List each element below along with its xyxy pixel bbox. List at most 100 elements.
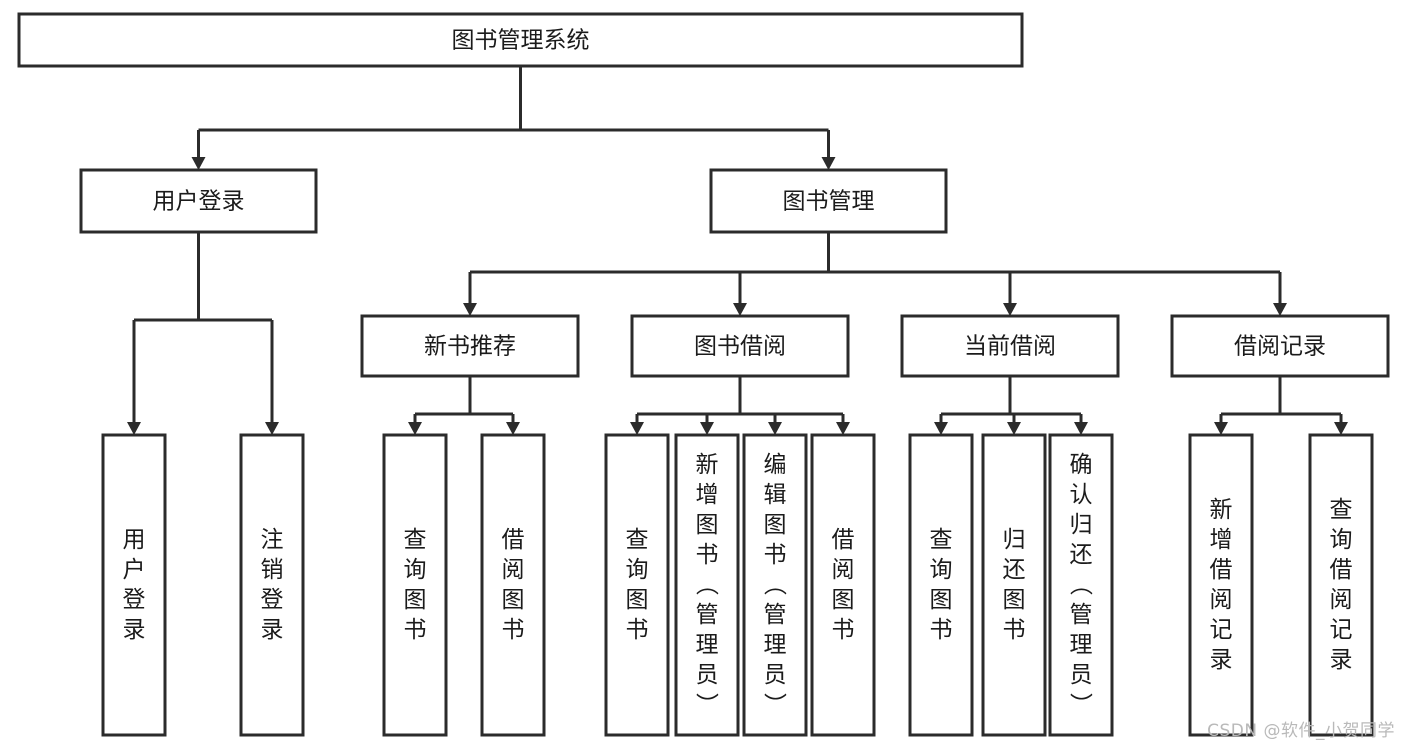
node-box	[1188, 433, 1254, 737]
node-label-char: ）	[693, 693, 719, 716]
node-label-char: 查	[1330, 497, 1353, 523]
node-leaf-add-record[interactable]: 新增借阅记录新增借阅记录	[1188, 433, 1254, 737]
node-label: 图书管理	[783, 189, 875, 215]
node-label-char: 书	[404, 617, 427, 643]
arrow-head-icon	[1334, 422, 1348, 435]
node-label-char: 员	[764, 662, 787, 688]
node-leaf-borrow-book-1[interactable]: 借阅图书借阅图书	[480, 433, 546, 737]
node-label-char: 询	[404, 557, 427, 583]
node-label-char: ）	[761, 693, 787, 716]
node-label-char: 图	[696, 512, 719, 538]
node-leaf-query-record[interactable]: 查询借阅记录查询借阅记录	[1308, 433, 1374, 737]
arrow-head-icon	[836, 422, 850, 435]
node-label-char: 录	[123, 617, 146, 643]
arrow-head-icon	[1074, 422, 1088, 435]
node-label-char: 借	[502, 527, 525, 553]
node-box	[101, 433, 167, 737]
arrow-head-icon	[1007, 422, 1021, 435]
node-leaf-borrow-book-2[interactable]: 借阅图书借阅图书	[810, 433, 876, 737]
node-box	[382, 433, 448, 737]
node-label-char: 归	[1003, 527, 1026, 553]
node-label: 当前借阅	[964, 334, 1056, 360]
node-borrow-record[interactable]: 借阅记录	[1170, 314, 1390, 378]
node-box	[17, 12, 1024, 68]
node-label: 新书推荐	[424, 334, 516, 360]
node-label-char: 阅	[502, 557, 525, 583]
node-label-char: 新	[696, 452, 719, 478]
node-label-char: 图	[404, 587, 427, 613]
node-box	[79, 168, 318, 234]
node-current-borrow[interactable]: 当前借阅	[900, 314, 1120, 378]
node-label-char: 增	[1210, 527, 1233, 553]
arrow-head-icon	[821, 157, 836, 170]
node-label-char: （	[761, 573, 787, 596]
node-leaf-query-book-3[interactable]: 查询图书查询图书	[908, 433, 974, 737]
node-label-char: 销	[261, 557, 284, 583]
node-leaf-return-book[interactable]: 归还图书归还图书	[981, 433, 1047, 737]
node-label-char: 员	[1070, 662, 1093, 688]
node-box	[604, 433, 670, 737]
node-label-char: 询	[1330, 527, 1353, 553]
node-box	[1048, 433, 1114, 737]
arrow-head-icon	[1003, 303, 1017, 316]
node-label-char: 书	[502, 617, 525, 643]
node-box	[981, 433, 1047, 737]
node-label-char: 阅	[832, 557, 855, 583]
node-book-mgmt[interactable]: 图书管理	[709, 168, 948, 234]
node-leaf-query-book-2[interactable]: 查询图书查询图书	[604, 433, 670, 737]
arrow-head-icon	[630, 422, 644, 435]
node-label-char: 图	[626, 587, 649, 613]
node-leaf-user-login[interactable]: 用户登录用户登录	[101, 433, 167, 737]
arrow-head-icon	[191, 157, 206, 170]
node-label: 图书管理系统	[452, 28, 590, 54]
node-label-char: 图	[502, 587, 525, 613]
node-label: 图书借阅	[694, 334, 786, 360]
node-label: 借阅记录	[1234, 334, 1326, 360]
node-box	[1308, 433, 1374, 737]
node-new-book-rec[interactable]: 新书推荐	[360, 314, 580, 378]
node-label-char: 登	[261, 587, 284, 613]
arrow-head-icon	[700, 422, 714, 435]
node-leaf-query-book-1[interactable]: 查询图书查询图书	[382, 433, 448, 737]
node-label-char: 书	[764, 542, 787, 568]
node-label-char: ）	[1067, 693, 1093, 716]
node-label-char: 理	[1070, 632, 1093, 658]
node-label-char: 阅	[1330, 587, 1353, 613]
node-label-char: 记	[1210, 617, 1233, 643]
arrow-head-icon	[127, 422, 141, 435]
node-label-char: 图	[764, 512, 787, 538]
node-label: 用户登录	[153, 189, 245, 215]
arrow-head-icon	[1214, 422, 1228, 435]
node-label-char: 阅	[1210, 587, 1233, 613]
node-label-char: 用	[123, 527, 146, 553]
node-root[interactable]: 图书管理系统	[17, 12, 1024, 68]
node-box	[674, 433, 740, 737]
node-label-char: 户	[123, 557, 146, 583]
node-label-char: 归	[1070, 512, 1093, 538]
connector-layer	[127, 66, 1348, 435]
node-label-char: 图	[832, 587, 855, 613]
node-label-char: 图	[930, 587, 953, 613]
node-label-char: 借	[832, 527, 855, 553]
node-label-char: 注	[261, 527, 284, 553]
node-label-char: 图	[1003, 587, 1026, 613]
node-box	[900, 314, 1120, 378]
node-label-char: 登	[123, 587, 146, 613]
node-label-char: 辑	[764, 482, 787, 508]
node-leaf-logout[interactable]: 注销登录注销登录	[239, 433, 305, 737]
node-label-char: 录	[1330, 647, 1353, 673]
node-label-char: 增	[696, 482, 719, 508]
node-box	[1170, 314, 1390, 378]
node-box	[810, 433, 876, 737]
node-label-char: （	[1067, 573, 1093, 596]
node-box	[630, 314, 850, 378]
node-book-borrow[interactable]: 图书借阅	[630, 314, 850, 378]
arrow-head-icon	[733, 303, 747, 316]
node-user-login[interactable]: 用户登录	[79, 168, 318, 234]
node-box	[709, 168, 948, 234]
